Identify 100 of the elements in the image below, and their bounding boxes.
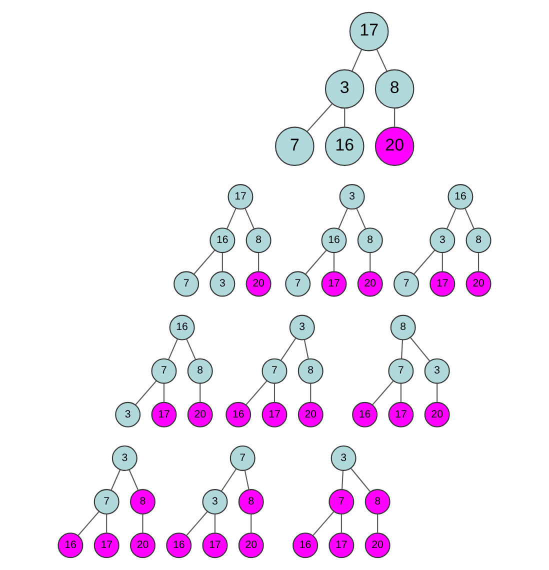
node-circle: 17 (228, 184, 254, 210)
connector (344, 108, 346, 127)
connector (78, 511, 100, 536)
node-circle: 20 (298, 402, 324, 428)
node-circle: 17 (388, 402, 414, 428)
connector (186, 511, 208, 536)
node-circle: 20 (364, 532, 390, 558)
connector (478, 252, 480, 272)
node-circle: 7 (151, 358, 177, 384)
node-circle: 17 (430, 271, 456, 297)
connector (194, 250, 216, 274)
node-circle: 20 (357, 271, 383, 297)
node-circle: 3 (324, 69, 364, 109)
node-circle: 7 (285, 271, 311, 297)
node-circle: 7 (275, 126, 314, 166)
connector (377, 514, 378, 533)
connector (400, 383, 402, 402)
connector (372, 380, 394, 406)
connector (142, 514, 144, 533)
connector (305, 250, 327, 274)
node-circle: 20 (130, 532, 156, 558)
connector (370, 252, 371, 272)
connector (436, 383, 438, 402)
connector (128, 470, 139, 491)
node-circle: 17 (349, 12, 389, 52)
node-circle: 8 (130, 489, 156, 515)
node-circle: 8 (374, 69, 414, 109)
connector (186, 338, 196, 360)
node-circle: 16 (292, 532, 318, 558)
node-circle: 3 (112, 445, 138, 471)
connector (376, 48, 388, 72)
connector (163, 383, 165, 402)
connector (464, 208, 475, 230)
node-circle: 8 (466, 228, 492, 254)
node-circle: 3 (430, 228, 456, 254)
node-circle: 7 (394, 271, 420, 297)
connector (258, 252, 260, 272)
node-circle: 3 (289, 314, 315, 340)
connector (250, 514, 252, 533)
connector (135, 380, 157, 406)
connector (342, 470, 344, 490)
connector (414, 250, 436, 274)
connector (350, 468, 371, 492)
connector (226, 208, 236, 230)
node-circle: 8 (390, 314, 416, 340)
node-circle: 17 (321, 271, 347, 297)
node-circle: 17 (202, 532, 228, 558)
node-circle: 7 (174, 271, 200, 297)
node-circle: 17 (94, 532, 120, 558)
node-circle: 3 (424, 358, 450, 384)
node-circle: 16 (321, 228, 347, 254)
node-circle: 16 (352, 402, 378, 428)
connector (306, 103, 333, 132)
node-circle: 16 (448, 184, 474, 210)
node-circle: 20 (374, 126, 414, 166)
node-circle: 3 (210, 271, 236, 297)
node-circle: 16 (169, 314, 195, 340)
node-circle: 8 (357, 228, 383, 254)
node-circle: 16 (210, 228, 236, 254)
node-circle: 16 (226, 402, 252, 428)
node-circle: 20 (424, 402, 450, 428)
connector (338, 208, 348, 230)
node-circle: 3 (339, 184, 365, 210)
connector (394, 108, 396, 127)
node-circle: 20 (187, 402, 213, 428)
node-circle: 16 (58, 532, 84, 558)
node-circle: 16 (324, 126, 364, 166)
connector (340, 514, 342, 533)
node-circle: 8 (298, 358, 324, 384)
node-circle: 3 (202, 489, 228, 515)
connector (214, 514, 216, 533)
node-circle: 8 (246, 228, 272, 254)
connector (246, 380, 268, 406)
node-circle: 20 (246, 271, 272, 297)
connector (168, 338, 178, 360)
connector (244, 208, 255, 230)
connector (110, 470, 121, 491)
connector (244, 470, 250, 490)
connector (446, 208, 456, 230)
connector (222, 252, 223, 272)
connector (356, 208, 366, 230)
connector (352, 49, 362, 72)
node-circle: 3 (115, 402, 141, 428)
connector (312, 511, 334, 536)
node-circle: 3 (330, 445, 356, 471)
node-circle: 7 (388, 358, 414, 384)
node-circle: 17 (328, 532, 354, 558)
node-circle: 16 (166, 532, 192, 558)
node-circle: 7 (230, 445, 256, 471)
node-circle: 7 (328, 489, 354, 515)
connector (442, 252, 443, 272)
connector (304, 340, 309, 360)
connector (274, 383, 276, 402)
node-circle: 7 (94, 489, 120, 515)
connector (220, 468, 237, 492)
connector (401, 340, 404, 359)
node-circle: 8 (364, 489, 390, 515)
connector (200, 383, 201, 402)
connector (310, 383, 312, 402)
connector (410, 337, 430, 362)
